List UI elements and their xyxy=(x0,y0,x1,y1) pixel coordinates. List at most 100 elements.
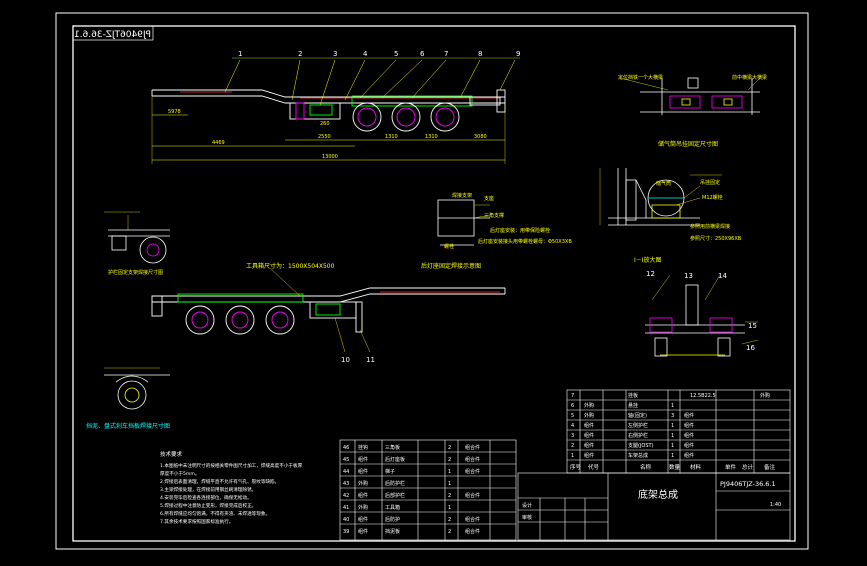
svg-text:组件: 组件 xyxy=(684,442,694,449)
svg-text:16: 16 xyxy=(746,344,755,352)
label-side-beam-left: 定位挡铁一个大横梁 xyxy=(618,74,663,81)
svg-text:代号: 代号 xyxy=(588,463,600,471)
svg-text:左侧护栏: 左侧护栏 xyxy=(628,422,648,429)
middle-side-view xyxy=(151,267,506,353)
svg-text:单件: 单件 xyxy=(725,463,737,471)
label-lamp-detail: 后灯座安装接头用带螺栓螺母：Φ50X3XB xyxy=(478,238,572,245)
svg-text:5.焊接过程中注意防止变形，焊接完成后校正。: 5.焊接过程中注意防止变形，焊接完成后校正。 xyxy=(160,502,256,509)
svg-text:右侧护栏: 右侧护栏 xyxy=(628,432,648,439)
guardrail-detail-title: 护栏固定支架焊接尺寸图 xyxy=(108,269,163,276)
svg-text:3: 3 xyxy=(571,433,574,439)
title-block-checker: 审核 xyxy=(522,514,532,521)
svg-text:工具箱: 工具箱 xyxy=(385,504,400,511)
rear-lamp-title: 后灯座固定焊接示意图 xyxy=(421,262,481,270)
svg-text:3080: 3080 xyxy=(474,134,487,140)
sheet-outer-frame xyxy=(55,12,809,550)
svg-text:组件: 组件 xyxy=(584,422,594,429)
bom-right-text: 7 挂板 12.5B22.5 外购 6 外购 悬挂 1 5 外购 轴(固定) 3… xyxy=(571,392,770,459)
svg-text:1: 1 xyxy=(671,453,674,459)
svg-text:40: 40 xyxy=(343,517,349,523)
svg-text:39: 39 xyxy=(343,529,349,535)
svg-text:组合件: 组合件 xyxy=(465,528,480,535)
rear-balloons: 12 13 14 15 16 xyxy=(646,270,757,352)
label-lamp-note: 后灯座安装：用带保险螺栓 xyxy=(490,227,550,234)
title-block-title: 底架总成 xyxy=(638,488,678,501)
svg-text:1: 1 xyxy=(448,469,451,475)
svg-text:材料: 材料 xyxy=(690,463,702,471)
svg-text:悬挂: 悬挂 xyxy=(628,402,638,409)
svg-text:名称: 名称 xyxy=(640,463,652,471)
label-m12: M12螺栓 xyxy=(702,194,723,201)
air-tank-plan-detail xyxy=(619,77,761,115)
drawing-code-mirrored: PJ9406TJZ-36.6.1 xyxy=(74,30,151,40)
svg-text:支腿(JOST): 支腿(JOST) xyxy=(628,442,654,449)
svg-text:组件: 组件 xyxy=(684,412,694,419)
svg-text:组件: 组件 xyxy=(358,516,368,523)
title-block-code: PJ9406TJZ-36.6.1 xyxy=(720,480,776,488)
svg-text:挂钩: 挂钩 xyxy=(358,444,368,451)
svg-text:1: 1 xyxy=(448,481,451,487)
svg-text:组件: 组件 xyxy=(584,432,594,439)
svg-text:备注: 备注 xyxy=(764,463,776,471)
svg-text:6: 6 xyxy=(420,50,425,58)
svg-text:7: 7 xyxy=(444,50,448,58)
svg-text:4.安装完毕后检查各连接部位，确保无松动。: 4.安装完毕后检查各连接部位，确保无松动。 xyxy=(160,494,252,501)
svg-text:三角板: 三角板 xyxy=(385,444,400,451)
svg-text:外购: 外购 xyxy=(584,402,594,409)
svg-text:组合件: 组合件 xyxy=(465,444,480,451)
svg-text:8: 8 xyxy=(478,50,482,58)
title-block-designer: 设计 xyxy=(522,502,532,509)
label-side-beam-right: 前中横梁大横梁 xyxy=(732,74,767,81)
svg-text:2: 2 xyxy=(448,445,451,451)
rear-lamp-detail xyxy=(437,199,491,246)
svg-text:9: 9 xyxy=(516,50,520,58)
svg-text:260: 260 xyxy=(320,121,330,127)
svg-text:7: 7 xyxy=(571,393,574,399)
bom-right-grid xyxy=(517,389,791,541)
svg-text:2550: 2550 xyxy=(318,134,331,140)
svg-text:2: 2 xyxy=(571,443,574,449)
bom-left-grid xyxy=(339,439,517,541)
svg-text:2: 2 xyxy=(448,529,451,535)
technical-notes: 技术要求 1.本图纸中未注明尺寸的按相关零件图尺寸加工，焊缝高度不小于板厚 厚度… xyxy=(160,450,303,525)
svg-text:1310: 1310 xyxy=(385,134,398,140)
air-tank-detail-title: 储气筒吊挂固定尺寸图 xyxy=(658,140,718,148)
svg-text:1: 1 xyxy=(448,505,451,511)
svg-text:组件: 组件 xyxy=(684,432,694,439)
top-side-view xyxy=(151,57,520,164)
svg-text:厚度不小于5mm。: 厚度不小于5mm。 xyxy=(160,470,199,477)
svg-text:后灯座板: 后灯座板 xyxy=(385,456,405,463)
svg-text:2: 2 xyxy=(448,517,451,523)
top-dimensions: 4469 2550 1310 1310 3080 13000 5978 260 xyxy=(168,109,487,160)
svg-text:轴(固定): 轴(固定) xyxy=(628,412,647,419)
label-three-tri: 三角支撑 xyxy=(484,212,504,219)
svg-text:车架总成: 车架总成 xyxy=(628,452,648,459)
mudguard-detail xyxy=(104,367,170,410)
svg-text:序号: 序号 xyxy=(570,463,582,471)
svg-text:1: 1 xyxy=(671,433,674,439)
rear-view xyxy=(645,274,759,357)
svg-text:12.5B22.5: 12.5B22.5 xyxy=(690,393,716,399)
sheet-inner-frame xyxy=(72,25,796,542)
svg-text:后防护: 后防护 xyxy=(385,516,400,523)
svg-text:3: 3 xyxy=(671,413,674,419)
svg-text:45: 45 xyxy=(343,457,349,463)
svg-text:4: 4 xyxy=(571,423,574,429)
svg-text:3: 3 xyxy=(333,50,337,58)
svg-text:5: 5 xyxy=(571,413,574,419)
label-support: 支座 xyxy=(484,195,494,202)
svg-text:1: 1 xyxy=(571,453,574,459)
label-air-tank: 储气筒 xyxy=(656,180,671,187)
svg-text:组件: 组件 xyxy=(584,452,594,459)
balloon-10: 10 xyxy=(341,356,350,364)
svg-text:1310: 1310 xyxy=(425,134,438,140)
svg-text:42: 42 xyxy=(343,493,349,499)
svg-text:4: 4 xyxy=(363,50,368,58)
svg-text:5978: 5978 xyxy=(168,109,181,115)
bom-header: 序号 代号 名称 数量 材料 单件 总计 备注 xyxy=(570,463,776,471)
svg-text:15: 15 xyxy=(748,322,757,330)
label-lamp-bolt: 螺栓 xyxy=(444,243,454,250)
svg-text:梯子: 梯子 xyxy=(385,468,395,475)
svg-text:组合件: 组合件 xyxy=(465,456,480,463)
